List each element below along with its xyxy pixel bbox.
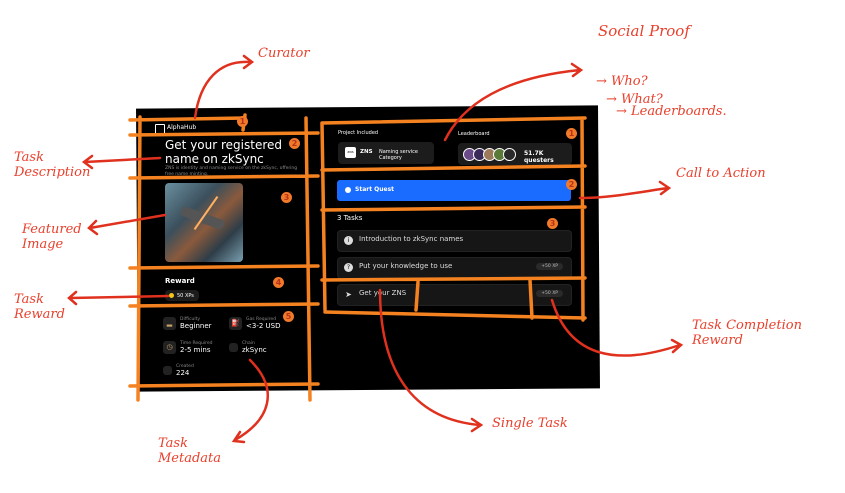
project-card[interactable]: ZNS ZNS Naming service Category — [338, 142, 434, 164]
task-label: Put your knowledge to use — [359, 262, 453, 270]
project-category: Naming service Category — [379, 149, 418, 161]
quester-count: 51.7K questers — [524, 150, 554, 164]
curator-logo-icon — [155, 124, 165, 134]
task-label: Get your ZNS — [359, 289, 407, 297]
gas-icon: ⛽ — [229, 317, 242, 330]
annotation-curator: Curator — [258, 46, 310, 61]
meta-value: 2-5 mins — [180, 346, 211, 354]
annotation-social-leaderboards: → Leaderboards. — [616, 104, 727, 119]
task-label: Introduction to zkSync names — [359, 235, 464, 243]
avatar — [503, 148, 516, 161]
calendar-icon — [163, 366, 172, 375]
meta-gas: ⛽ Gas Required<3-2 USD — [229, 317, 280, 330]
project-label: Project Included — [338, 130, 379, 136]
task-xp-badge: +50 XP — [536, 290, 563, 297]
quest-description: ZNS is identity and naming service on th… — [165, 166, 298, 177]
meta-value: <3-2 USD — [246, 322, 281, 330]
question-icon: ? — [344, 263, 353, 272]
annotation-task-description: Task Description — [14, 150, 91, 180]
task-item[interactable]: i Introduction to zkSync names — [337, 230, 572, 252]
leaderboard-label: Leaderboard — [458, 131, 490, 137]
annotation-number: 1 — [237, 116, 248, 127]
annotation-social-what: → What? — [606, 92, 663, 107]
annotation-task-reward: Task Reward — [14, 292, 65, 322]
start-quest-label: Start Quest — [355, 186, 395, 193]
project-logo-icon: ZNS — [345, 147, 356, 158]
leaderboard-card[interactable]: 51.7K questers — [458, 143, 572, 165]
chart-icon: ▂ — [163, 317, 176, 330]
quest-title: Get your registered name on zkSync — [165, 138, 283, 166]
info-icon: i — [344, 236, 353, 245]
clock-icon: ◷ — [163, 341, 176, 354]
project-name: ZNS — [360, 149, 373, 155]
annotation-number: 5 — [283, 311, 294, 322]
reward-label: Reward — [165, 277, 195, 285]
task-xp-badge: +50 XP — [536, 263, 563, 270]
annotation-number: 3 — [281, 192, 292, 203]
reward-value: 50 XPs — [177, 292, 194, 299]
annotation-single-task: Single Task — [492, 416, 568, 431]
annotation-number: 3 — [547, 218, 558, 229]
annotation-number: 1 — [566, 128, 577, 139]
annotation-number: 2 — [289, 138, 300, 149]
task-item[interactable]: ? Put your knowledge to use +50 XP — [337, 257, 572, 279]
meta-value: Beginner — [180, 322, 212, 330]
featured-image — [165, 183, 243, 262]
reward-badge: 50 XPs — [165, 290, 199, 301]
chain-icon — [229, 343, 238, 352]
start-quest-button[interactable]: Start Quest — [337, 180, 571, 201]
avatar-stack — [463, 148, 516, 161]
tasks-heading: 3 Tasks — [337, 214, 363, 222]
annotation-featured-image: Featured Image — [22, 222, 82, 252]
annotation-number: 2 — [566, 179, 577, 190]
coin-icon — [169, 293, 174, 298]
task-item[interactable]: ➤ Get your ZNS +50 XP — [337, 284, 572, 306]
send-icon: ➤ — [345, 290, 352, 299]
annotation-number: 4 — [273, 277, 284, 288]
curator-name[interactable]: AlphaHub — [167, 124, 197, 131]
annotation-call-to-action: Call to Action — [676, 166, 766, 181]
annotation-task-completion-reward: Task Completion Reward — [692, 318, 802, 348]
meta-value: zkSync — [242, 346, 267, 354]
quest-icon — [345, 187, 351, 193]
annotation-social-who: → Who? — [596, 74, 648, 89]
annotation-task-metadata: Task Metadata — [158, 436, 222, 466]
annotation-social-proof: Social Proof — [598, 22, 690, 40]
meta-value: 224 — [176, 369, 190, 377]
